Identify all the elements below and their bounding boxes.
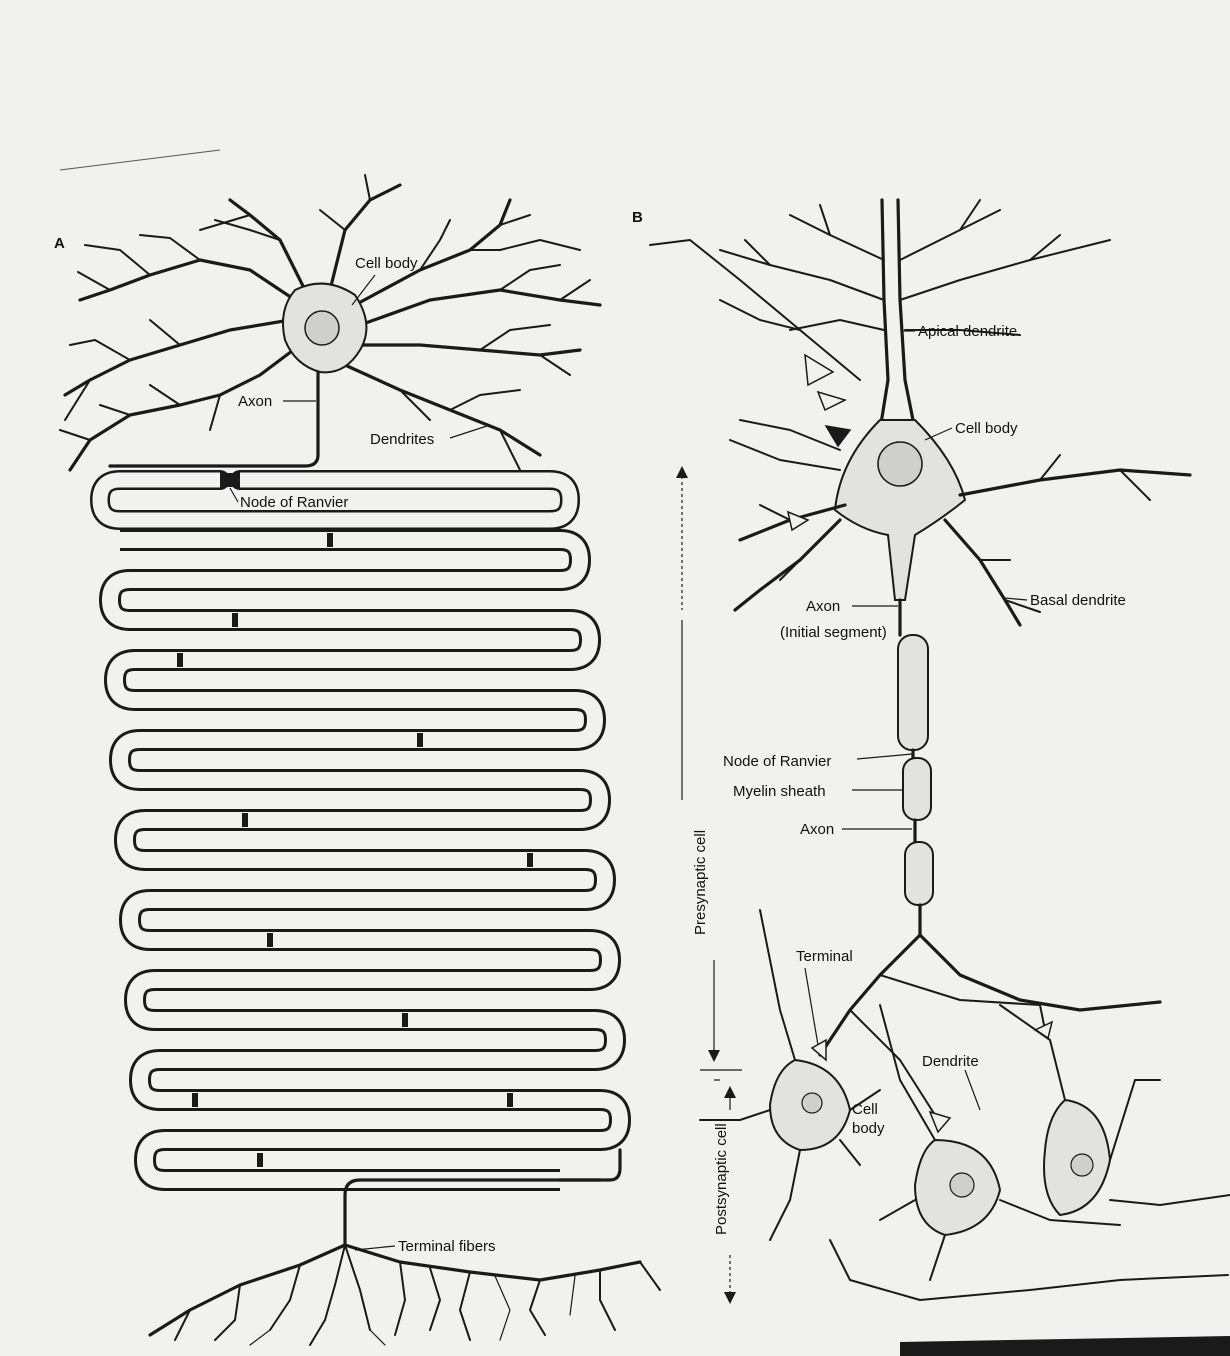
a-terminal-fibers-label: Terminal fibers	[398, 1238, 496, 1255]
bouton-3	[930, 1112, 950, 1132]
b-axon-label: Axon	[800, 821, 834, 838]
neuron-a-nucleus	[305, 311, 339, 345]
neuron-b-myelin-2	[903, 758, 931, 820]
b-myelin-sheath-label: Myelin sheath	[733, 783, 826, 800]
b-cell-body-post-label-1: Cell	[852, 1101, 878, 1118]
bouton-2	[812, 1040, 826, 1060]
pre-post-axis	[676, 466, 742, 1304]
presynaptic-cell-label: Presynaptic cell	[692, 830, 709, 935]
panel-a-label: A	[54, 235, 65, 252]
panel-b-label: B	[632, 209, 643, 226]
b-terminal-label: Terminal	[796, 948, 853, 965]
b-cell-body-post-label-2: body	[852, 1120, 885, 1137]
b-initial-segment-label: (Initial segment)	[780, 624, 887, 641]
a-axon-label: Axon	[238, 393, 272, 410]
a-cell-body-label: Cell body	[355, 255, 418, 272]
b-basal-dendrite-label: Basal dendrite	[1030, 592, 1126, 609]
a-node-of-ranvier-label: Node of Ranvier	[240, 494, 348, 511]
b-apical-dendrite-label: Apical dendrite	[918, 323, 1017, 340]
neuron-b-nucleus	[878, 442, 922, 486]
neuron-b-apical-dendrite	[650, 200, 1110, 430]
b-axon-initial-label: Axon	[806, 598, 840, 615]
postsynaptic-cells	[700, 910, 1230, 1300]
b-dendrite-label: Dendrite	[922, 1053, 979, 1070]
postsynaptic-cell-label: Postsynaptic cell	[713, 1123, 730, 1235]
neuron-b-axon	[820, 600, 1160, 1115]
scan-line-artifact	[60, 150, 220, 170]
neuron-a-serpentine-axon	[100, 473, 620, 1245]
b-node-of-ranvier-label: Node of Ranvier	[723, 753, 831, 770]
scan-edge-artifact	[900, 1336, 1230, 1356]
a-dendrites-label: Dendrites	[370, 431, 434, 448]
neuron-a-terminal-fibers	[150, 1245, 660, 1345]
neuron-b-myelin-3	[905, 842, 933, 905]
b-cell-body-label: Cell body	[955, 420, 1018, 437]
neuron-b-myelin-1	[898, 635, 928, 750]
